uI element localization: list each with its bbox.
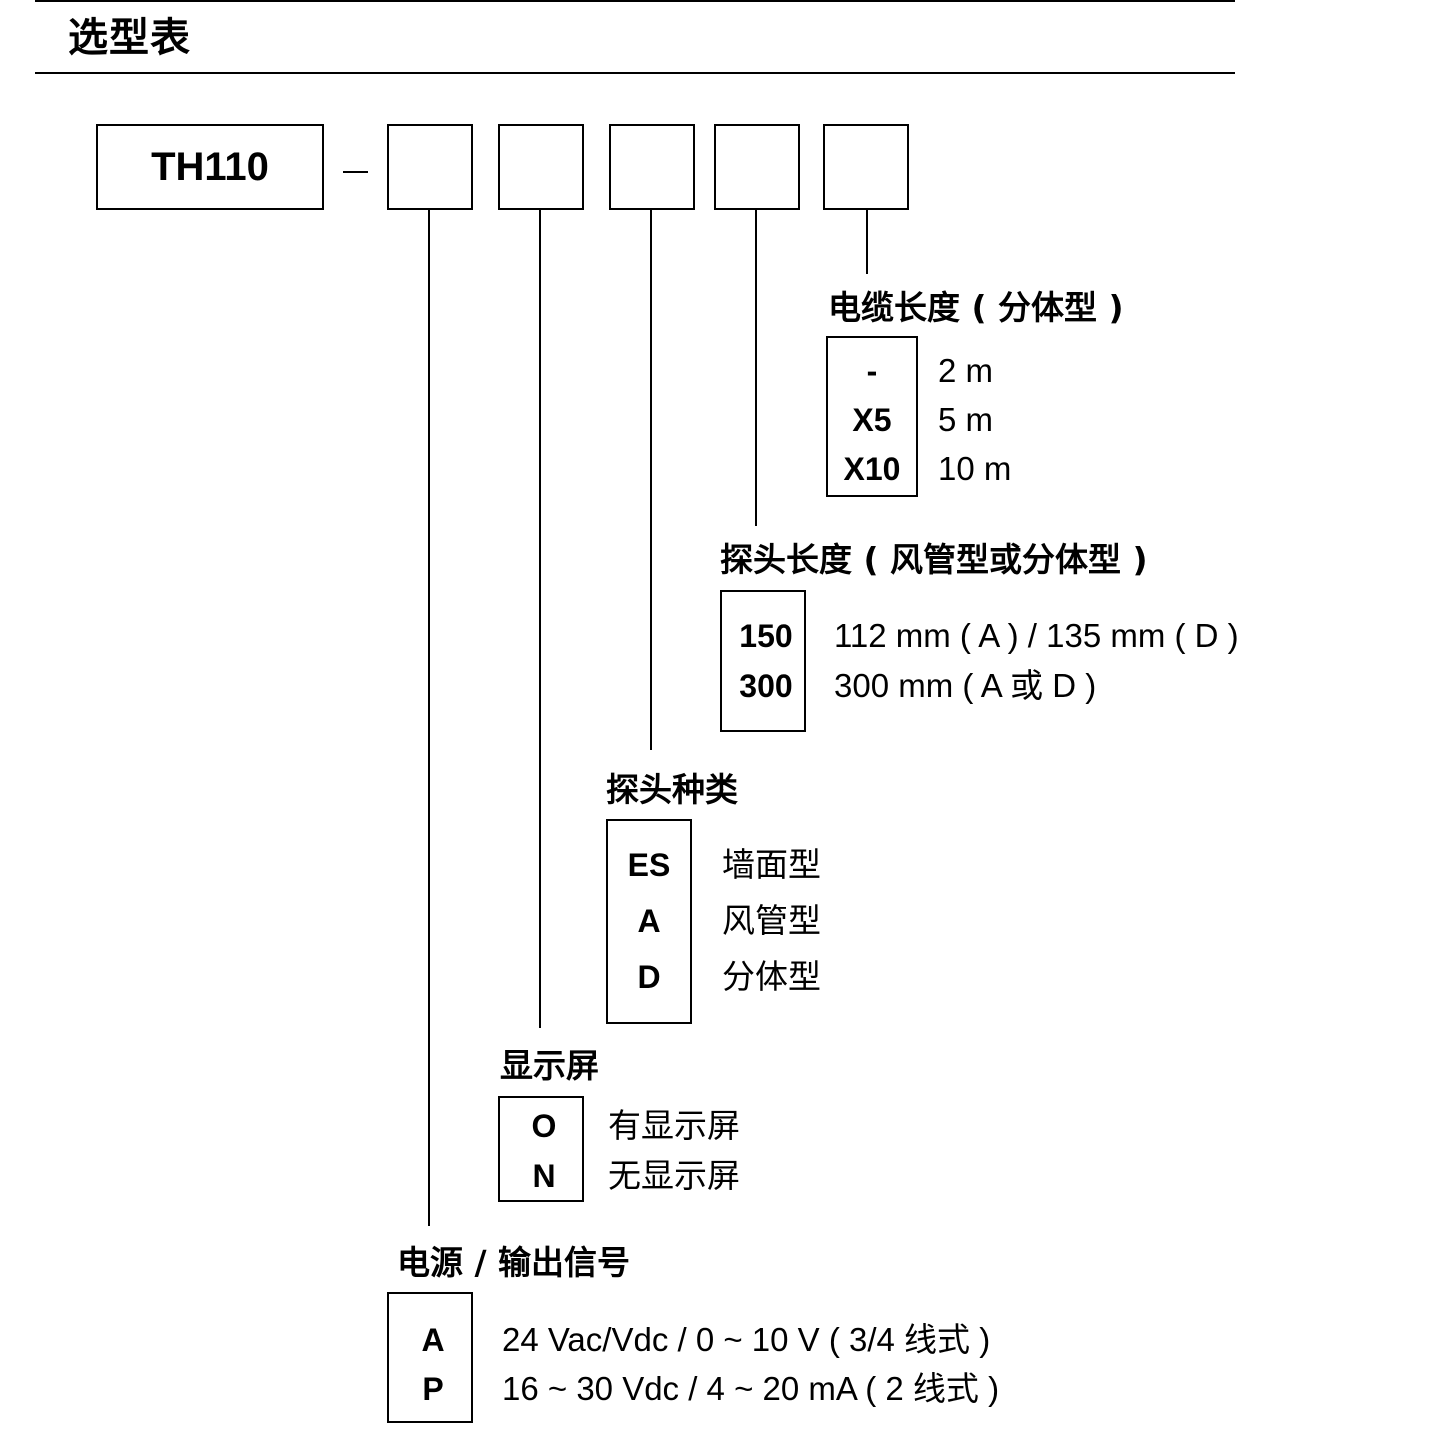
power-output-heading: 电源 / 输出信号 bbox=[397, 1243, 631, 1282]
slot-power-box bbox=[387, 124, 473, 210]
title-underline bbox=[35, 72, 1235, 74]
model-code: TH110 bbox=[151, 144, 269, 189]
cable-desc-2: 5 m bbox=[938, 401, 994, 438]
display-heading: 显示屏 bbox=[500, 1046, 599, 1085]
probe-length-desc-2: 300 mm ( A 或 D ) bbox=[834, 667, 1097, 704]
probe-length-heading: 探头长度 ( 风管型或分体型 ) bbox=[720, 540, 1148, 579]
probe-type-desc-1: 墙面型 bbox=[722, 845, 821, 884]
cable-code-1: - bbox=[866, 353, 878, 389]
slot-display-box bbox=[498, 124, 584, 210]
cable-length-code-box bbox=[826, 336, 918, 497]
probe-length-desc-1: 112 mm ( A ) / 135 mm ( D ) bbox=[834, 617, 1239, 654]
slot-probe-length-box bbox=[714, 124, 800, 210]
display-code-box bbox=[498, 1096, 584, 1202]
display-desc-1: 有显示屏 bbox=[608, 1106, 740, 1145]
model-separator bbox=[343, 171, 368, 173]
connector-cable bbox=[866, 208, 868, 274]
probe-type-code-box bbox=[606, 819, 692, 1024]
probe-length-code-1: 150 bbox=[739, 618, 793, 654]
probe-length-code-box bbox=[720, 590, 806, 732]
cable-code-3: X10 bbox=[843, 451, 901, 487]
probe-type-desc-2: 风管型 bbox=[722, 901, 821, 940]
connector-display bbox=[539, 208, 541, 1028]
cable-length-heading: 电缆长度 ( 分体型 ) bbox=[828, 288, 1124, 327]
power-desc-2: 16 ~ 30 Vdc / 4 ~ 20 mA ( 2 线式 ) bbox=[502, 1370, 1000, 1407]
probe-type-heading: 探头种类 bbox=[606, 770, 738, 809]
probe-type-code-2: A bbox=[637, 903, 661, 939]
probe-type-desc-3: 分体型 bbox=[722, 957, 821, 996]
connector-probe-length bbox=[755, 208, 757, 526]
power-output-code-box bbox=[387, 1292, 473, 1423]
display-code-1: O bbox=[531, 1108, 557, 1144]
power-code-1: A bbox=[421, 1322, 445, 1358]
slot-cable-box bbox=[823, 124, 909, 210]
connector-power bbox=[428, 208, 430, 1226]
power-code-2: P bbox=[422, 1371, 444, 1407]
connector-probe-type bbox=[650, 208, 652, 750]
page-title: 选型表 bbox=[68, 15, 191, 61]
cable-desc-1: 2 m bbox=[938, 352, 994, 389]
top-rule bbox=[35, 0, 1235, 2]
slot-probe-type-box bbox=[609, 124, 695, 210]
display-desc-2: 无显示屏 bbox=[608, 1156, 740, 1195]
probe-length-code-2: 300 bbox=[739, 668, 793, 704]
cable-desc-3: 10 m bbox=[938, 450, 1012, 487]
probe-type-code-3: D bbox=[637, 959, 661, 995]
cable-code-2: X5 bbox=[852, 402, 892, 438]
probe-type-code-1: ES bbox=[627, 847, 671, 883]
display-code-2: N bbox=[532, 1158, 556, 1194]
model-box: TH110 bbox=[96, 124, 324, 210]
power-desc-1: 24 Vac/Vdc / 0 ~ 10 V ( 3/4 线式 ) bbox=[502, 1321, 991, 1358]
